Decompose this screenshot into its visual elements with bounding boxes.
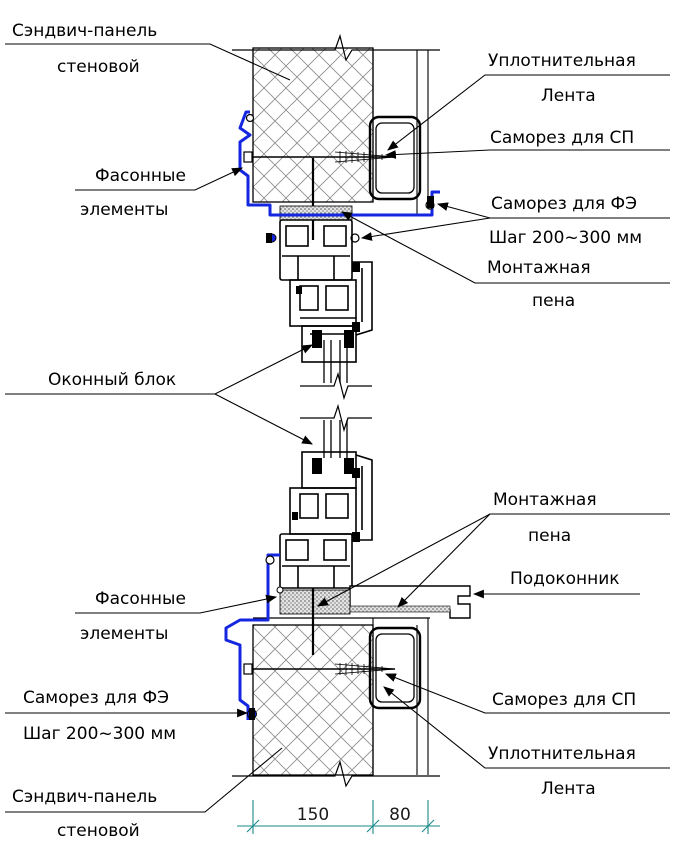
label-sill: Подоконник xyxy=(510,569,620,589)
window-frame-top xyxy=(279,219,373,363)
label-foam-top-2: пена xyxy=(532,291,575,311)
break-line-mid-top xyxy=(300,371,372,401)
label-screw-fe-bottom-1: Саморез для ФЭ xyxy=(23,688,169,708)
label-fasonnye-top-2: элементы xyxy=(80,200,168,220)
label-screw-fe-top-1: Саморез для ФЭ xyxy=(491,194,637,214)
break-line-top xyxy=(232,33,440,62)
top-wall-section xyxy=(232,33,440,401)
bottom-wall-section xyxy=(224,403,471,788)
dimension-gap-width: 80 xyxy=(389,805,411,825)
foam-top xyxy=(279,205,353,221)
leaders-bottom xyxy=(5,513,670,813)
flashing-top xyxy=(238,110,440,217)
label-window-block: Оконный блок xyxy=(48,370,176,390)
label-foam-bottom-1: Монтажная xyxy=(493,490,597,510)
label-seal-top-1: Уплотнительная xyxy=(488,51,636,71)
leaders-top xyxy=(5,43,670,284)
label-sandwich-bottom-2: стеновой xyxy=(57,821,140,841)
label-seal-top-2: Лента xyxy=(541,86,596,106)
label-fasonnye-bottom-1: Фасонные xyxy=(95,589,186,609)
break-line-mid-bottom xyxy=(300,403,372,433)
label-foam-top-1: Монтажная xyxy=(487,258,591,278)
label-screw-sp-top: Саморез для СП xyxy=(490,128,634,148)
flashing-bottom xyxy=(224,553,280,720)
label-fasonnye-top-1: Фасонные xyxy=(95,166,186,186)
label-screw-fe-bottom-2: Шаг 200~300 мм xyxy=(23,724,176,744)
foam-bottom xyxy=(279,589,351,615)
dimension-lines xyxy=(237,800,440,834)
window-sill xyxy=(349,585,471,619)
label-seal-bottom-2: Лента xyxy=(541,779,596,799)
label-screw-fe-top-2: Шаг 200~300 мм xyxy=(489,228,642,248)
label-foam-bottom-2: пена xyxy=(528,526,571,546)
steel-tube-top xyxy=(368,115,422,201)
label-fasonnye-bottom-2: элементы xyxy=(80,624,168,644)
label-sandwich-bottom-1: Сэндвич-панель xyxy=(12,787,157,807)
dimension-panel-width: 150 xyxy=(297,805,329,825)
label-seal-bottom-1: Уплотнительная xyxy=(488,744,636,764)
label-sandwich-top-1: Сэндвич-панель xyxy=(12,21,157,41)
label-screw-sp-bottom: Саморез для СП xyxy=(492,690,636,710)
leaders-window-block xyxy=(5,344,313,445)
break-line-bottom xyxy=(232,759,440,788)
label-sandwich-top-2: стеновой xyxy=(57,57,140,77)
